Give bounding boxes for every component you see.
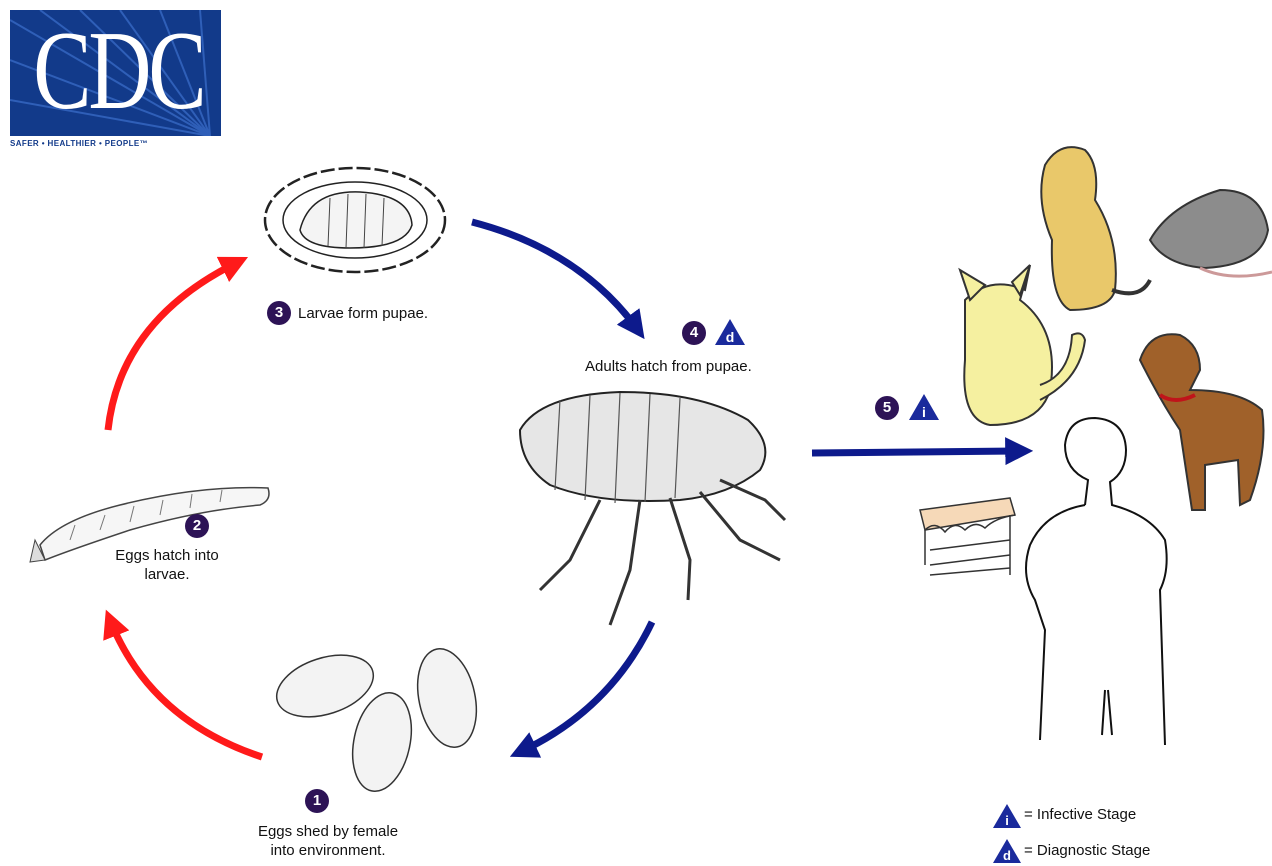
stage-4-number: 4 (682, 321, 706, 345)
arrow-pupae-to-adults (472, 222, 638, 330)
prairie-dog-illustration (1041, 147, 1150, 310)
legend-diagnostic-icon: d (992, 838, 1022, 864)
svg-text:i: i (922, 404, 926, 420)
stage-2-label: Eggs hatch into larvae. (92, 546, 242, 584)
arrow-adults-to-eggs (520, 622, 652, 752)
arrow-adults-to-hosts (812, 451, 1022, 453)
stage-5-number: 5 (875, 396, 899, 420)
stage-3-number: 3 (267, 301, 291, 325)
arrow-larvae-to-pupae (108, 262, 238, 430)
svg-text:d: d (726, 329, 735, 345)
infective-stage-icon: i (908, 392, 940, 422)
stage-1-label-line-2: into environment. (238, 841, 418, 860)
stage-1-label-line-1: Eggs shed by female (238, 822, 418, 841)
stage-4-label: Adults hatch from pupae. (585, 357, 752, 376)
stage-2-label-line-2: larvae. (92, 565, 242, 584)
svg-text:d: d (1003, 848, 1011, 863)
arrow-eggs-to-larvae (110, 620, 262, 757)
stage-2-number: 2 (185, 514, 209, 538)
diagnostic-stage-icon: d (714, 317, 746, 347)
stage-2-label-line-1: Eggs hatch into (92, 546, 242, 565)
dog-illustration (1140, 334, 1264, 510)
svg-text:i: i (1005, 813, 1009, 828)
legend-infective-label: = Infective Stage (1024, 806, 1136, 824)
rat-illustration (1150, 190, 1272, 276)
stage-1-label: Eggs shed by female into environment. (238, 822, 418, 860)
pupa-illustration (265, 168, 445, 272)
legend-infective-icon: i (992, 803, 1022, 829)
adult-flea-illustration (520, 392, 785, 625)
stage-3-label: Larvae form pupae. (298, 304, 428, 323)
human-outline-illustration (1026, 418, 1167, 745)
skin-layers-illustration (920, 498, 1015, 575)
stage-1-number: 1 (305, 789, 329, 813)
eggs-illustration (269, 643, 485, 796)
legend-diagnostic-label: = Diagnostic Stage (1024, 842, 1150, 860)
